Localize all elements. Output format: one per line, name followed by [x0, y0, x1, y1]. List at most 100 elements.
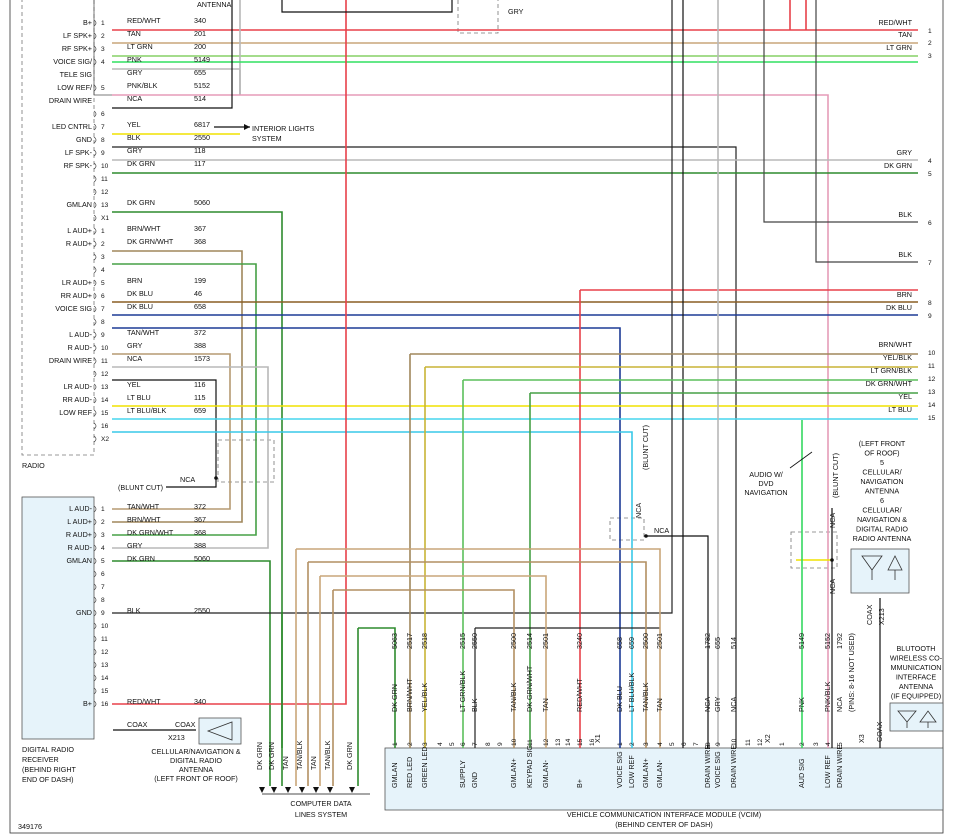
radio-pin-bracket-26	[93, 357, 97, 365]
radio-circuit-16: 367	[194, 224, 206, 233]
cd-arrow-6	[349, 787, 355, 793]
radio-circuit-30: 659	[194, 406, 206, 415]
roof-antenna-7: CELLULAR/	[862, 506, 901, 515]
vcim-x2-pin-5: 6	[681, 742, 688, 746]
wire-radio-x2-15	[112, 431, 633, 748]
vcim-x2-pin-0: 1	[617, 742, 624, 746]
radio-pin-21: 6	[101, 293, 105, 300]
drr-label-3: END OF DASH)	[22, 775, 74, 784]
drr-pin-0: 1	[101, 506, 105, 513]
vcim-x1-label: X1	[593, 734, 602, 743]
vcim-x1-pin-5: 6	[460, 742, 467, 746]
radio-circuit-8: 6817	[194, 120, 210, 129]
wire-drr-9	[112, 0, 673, 614]
drr-pin-3: 4	[101, 545, 105, 552]
vcim-x2-circuit-9: 514	[729, 637, 738, 649]
bluetooth-0: BLUTOOTH	[896, 644, 935, 653]
vcim-x2-pin-1: 2	[629, 742, 636, 746]
right-wire-color-10: YEL/BLK	[883, 353, 912, 362]
radio-fn-14: GMLAN	[66, 200, 92, 209]
vcim-x1-pin-10: 11	[527, 739, 534, 746]
right-wire-color-3: GRY	[897, 148, 913, 157]
roof-antenna-5: ANTENNA	[865, 487, 900, 496]
vcim-shield-dashed	[609, 517, 645, 541]
vcim-x1-color-0: DK GRN	[390, 684, 399, 712]
vcim-pins-note: (PINS: 8-16 NOT USED)	[847, 633, 856, 712]
audio-dvd-2: NAVIGATION	[744, 488, 787, 497]
wire-radio-x2-2	[112, 263, 257, 536]
drr-pin-15: 16	[101, 701, 109, 708]
vcim-nca-horizontal: NCA	[654, 526, 669, 535]
drr-coax-right: COAX	[175, 720, 196, 729]
radio-fn-20: LR AUD+	[62, 278, 92, 287]
radio-outline	[21, 0, 95, 456]
radio-pin-bracket-20	[93, 279, 97, 287]
wires-layer	[112, 0, 918, 795]
radio-label: RADIO	[22, 461, 45, 470]
vcim-x3-circuit-3: 5152	[823, 633, 832, 649]
wire-radio-5	[112, 94, 829, 748]
radio-fn-24: L AUD-	[69, 330, 93, 339]
drr-pin-bracket-12	[93, 661, 97, 669]
vcim-x1-fn-1: RED LED	[405, 757, 414, 788]
drr-pin-4: 5	[101, 558, 105, 565]
drr-pin-13: 14	[101, 675, 109, 682]
right-wire-num-0: 1	[928, 28, 932, 35]
radio-circuit-2: 200	[194, 42, 206, 51]
radio-pin-bracket-21	[93, 292, 97, 300]
bluetooth-5: (IF EQUIPPED)	[891, 692, 941, 701]
radio-pin-bracket-13	[93, 188, 97, 196]
wire-radio-5b	[112, 0, 233, 109]
radio-pin-bracket-5	[93, 84, 97, 92]
radio-pin-31: 16	[101, 423, 109, 430]
radio-pin-13: 12	[101, 189, 109, 196]
radio-wire-color-17: DK GRN/WHT	[127, 237, 174, 246]
vcim-x2-color-8: GRY	[713, 696, 722, 712]
radio-circuit-26: 1573	[194, 354, 210, 363]
vcim-box	[384, 747, 944, 811]
drr-pin-bracket-15	[93, 700, 97, 708]
drr-pin-bracket-5	[93, 570, 97, 578]
radio-pin-26: 11	[101, 358, 108, 365]
right-wire-color-4: DK GRN	[884, 161, 912, 170]
roof-antenna-6: 6	[880, 496, 884, 505]
vcim-x2-circuit-1: 659	[627, 637, 636, 649]
drr-fn-0: L AUD-	[69, 504, 93, 513]
drr-antenna-box	[198, 717, 242, 745]
vcim-nca-vertical: NCA	[634, 503, 643, 518]
radio-pin-bracket-24	[93, 331, 97, 339]
vcim-x3-label: X3	[857, 734, 866, 743]
wire-drr-16	[112, 0, 347, 705]
vcim-x1-color-9: TAN/BLK	[509, 682, 518, 712]
vcim-nca-dot	[644, 534, 648, 538]
wire-radio-x2-1	[112, 250, 243, 523]
radio-circuit-14: 5060	[194, 198, 210, 207]
drr-fn-3: R AUD-	[68, 543, 93, 552]
vcim-x2-pin-4: 5	[669, 742, 676, 746]
drr-pin-bracket-2	[93, 531, 97, 539]
right-wire-num-4: 5	[928, 171, 932, 178]
radio-pin-29: 14	[101, 397, 109, 404]
roof-antenna-10: RADIO ANTENNA	[853, 534, 912, 543]
radio-fn-28: LR AUD-	[64, 382, 93, 391]
wire-right-7	[815, 0, 918, 263]
vcim-x2-fn-1: LOW REF	[627, 755, 636, 788]
right-wire-color-14: LT BLU	[888, 405, 912, 414]
wire-vcim-x2-8	[646, 535, 709, 748]
right-wire-num-3: 4	[928, 158, 932, 165]
drr-pin-6: 7	[101, 584, 105, 591]
drr-fn-1: L AUD+	[67, 517, 92, 526]
right-wire-num-8: 9	[928, 313, 932, 320]
radio-pin-bracket-1	[93, 32, 97, 40]
right-wire-color-5: BLK	[898, 210, 912, 219]
vcim-x3-color-4: NCA	[835, 697, 844, 712]
cd-wire-2: TAN	[281, 756, 290, 770]
radio-pin-0: 1	[101, 20, 105, 27]
radio-pin-bracket-9	[93, 136, 97, 144]
vcim-x1-color-1: BRN/WHT	[405, 678, 414, 712]
radio-pin-bracket-19	[93, 266, 97, 274]
drr-pin-14: 15	[101, 688, 109, 695]
vcim-x1-circuit-0: 5063	[390, 633, 399, 649]
radio-fn-2: RF SPK+	[62, 44, 92, 53]
wire-radio-x2-7	[112, 327, 621, 748]
